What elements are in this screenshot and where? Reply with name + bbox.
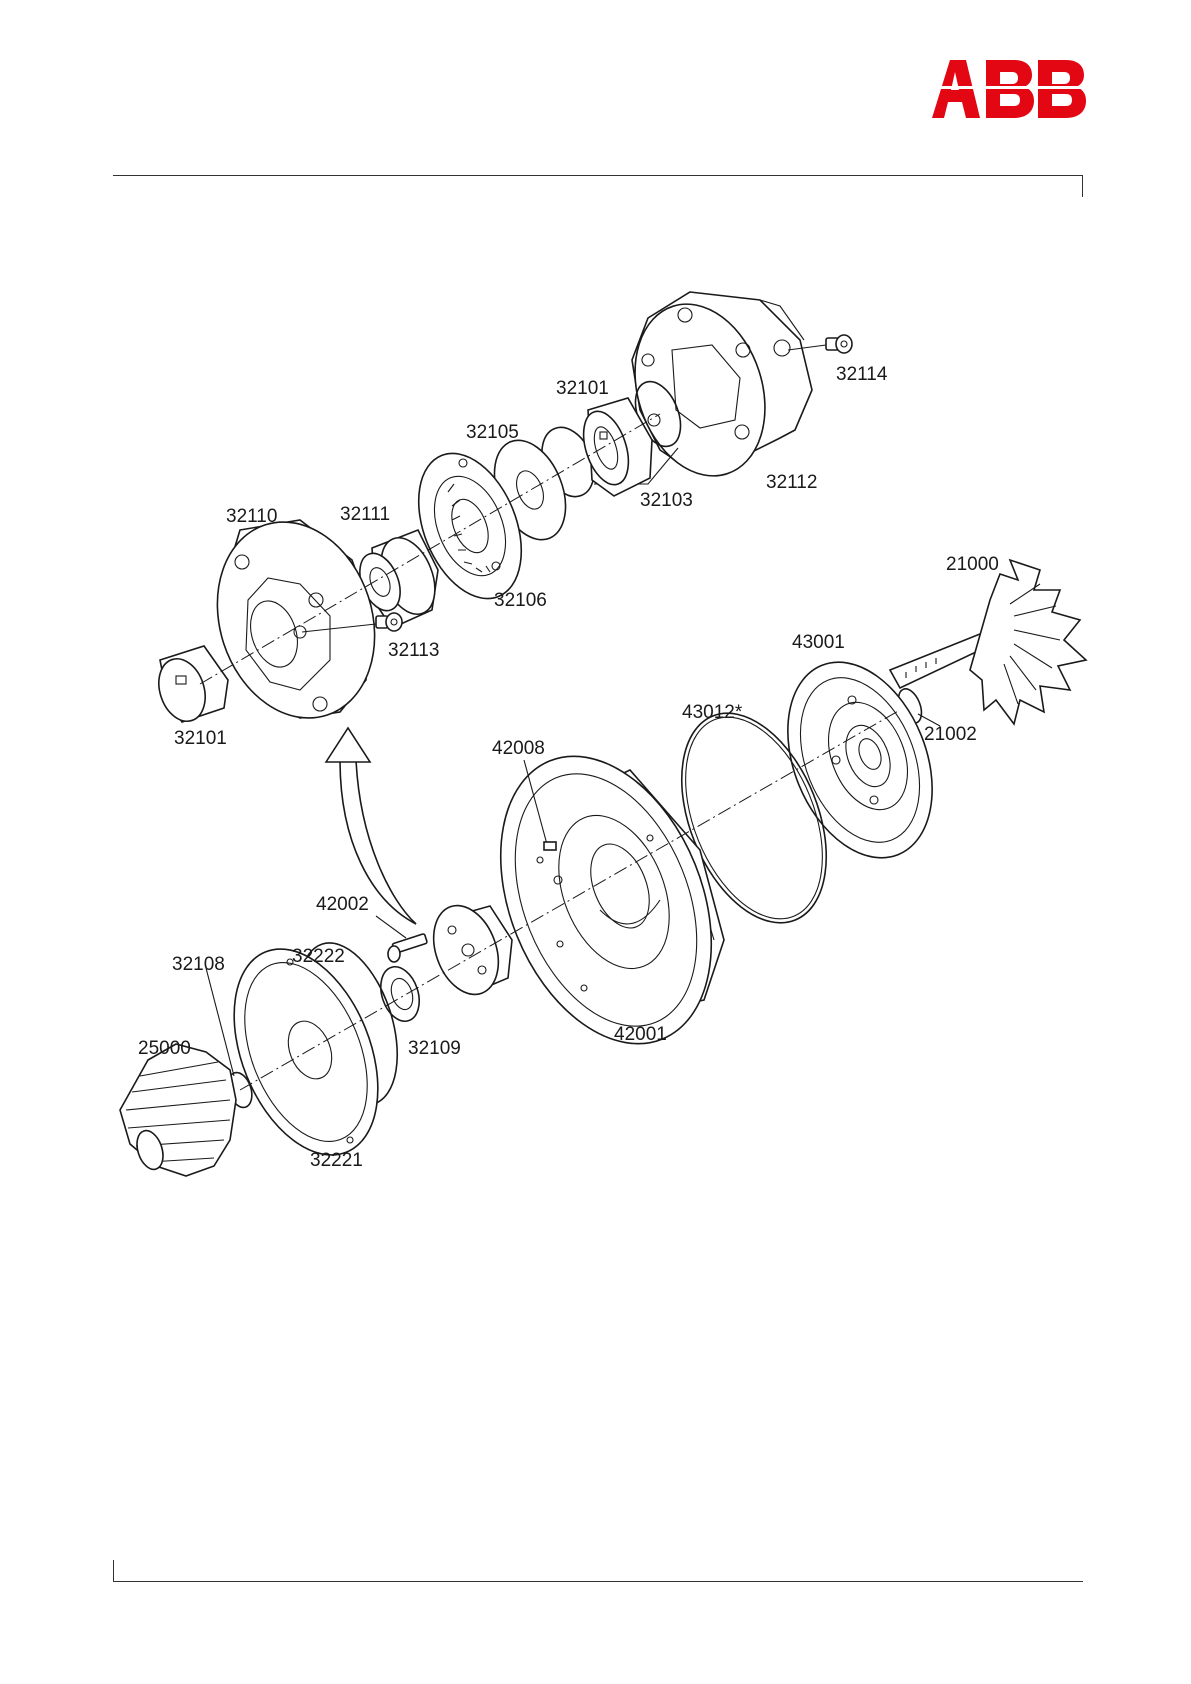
label-32110: 32110 <box>226 506 277 527</box>
part-32109-seal <box>374 962 426 1026</box>
label-32222: 32222 <box>292 946 345 967</box>
label-32114: 32114 <box>836 364 888 385</box>
part-42002-screw <box>376 916 427 962</box>
label-32101-left: 32101 <box>174 728 227 749</box>
label-32109: 32109 <box>408 1038 461 1059</box>
label-32103: 32103 <box>640 490 693 511</box>
label-43012: 43012* <box>682 702 743 723</box>
part-42001-bearing-casing <box>461 725 751 1075</box>
label-21000: 21000 <box>946 554 999 575</box>
label-32106: 32106 <box>494 590 547 611</box>
label-32113: 32113 <box>388 640 439 661</box>
label-43001: 43001 <box>792 632 845 653</box>
label-32112: 32112 <box>766 472 817 493</box>
part-21000-rotor <box>890 560 1086 724</box>
label-32221: 32221 <box>310 1150 363 1171</box>
label-32108: 32108 <box>172 954 225 975</box>
label-42001: 42001 <box>614 1024 667 1045</box>
label-32101-top: 32101 <box>556 378 609 399</box>
part-32101-bush-left <box>151 646 228 727</box>
label-32111: 32111 <box>340 504 390 525</box>
label-21002: 21002 <box>924 724 977 745</box>
label-42002: 42002 <box>316 894 369 915</box>
label-25000: 25000 <box>138 1038 191 1059</box>
label-42008: 42008 <box>492 738 545 759</box>
label-32105: 32105 <box>466 422 519 443</box>
part-25000-compressor-wheel <box>120 1044 236 1176</box>
part-bearing-cover <box>422 897 512 1004</box>
